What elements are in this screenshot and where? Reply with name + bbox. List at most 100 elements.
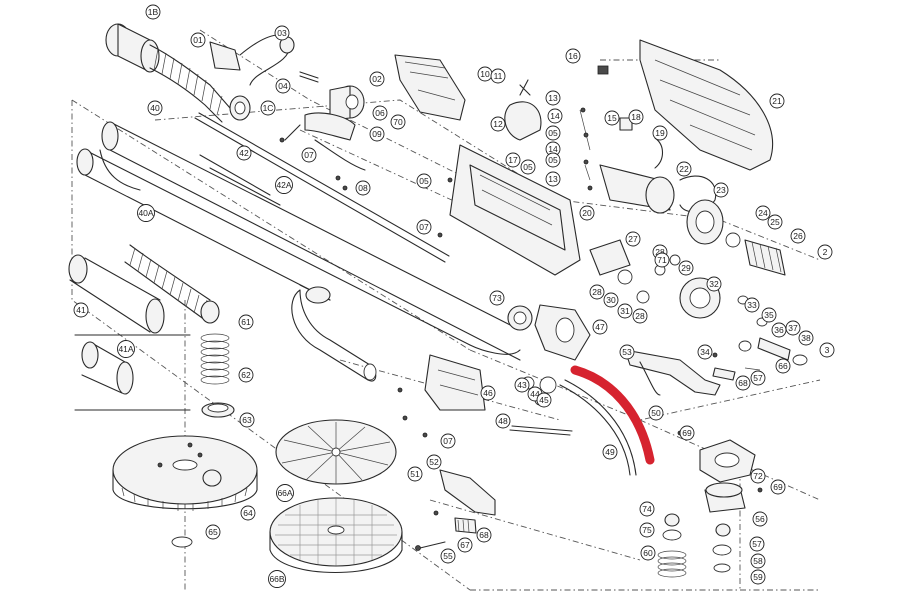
rod-42 [194,112,450,263]
callout-31: 31 [617,303,633,319]
callout-circle [769,93,785,109]
callout-circle [480,385,496,401]
callout-40: 40 [147,100,163,116]
armature-26 [744,239,786,276]
callout-14: 14 [547,108,563,124]
callout-text: 71 [657,255,667,265]
callout-text: 30 [606,295,616,305]
callout-text: 73 [492,293,502,303]
clamp-block-46 [424,354,486,411]
callout-circle [274,25,290,41]
callout-57: 57 [750,370,766,386]
pin-48 [509,425,573,436]
callout-60: 60 [640,545,656,561]
callout-text: 58 [753,556,763,566]
callout-circle [767,214,783,230]
callout-circle [205,524,221,540]
callout-circle [755,205,771,221]
clamp-ring-63 [201,402,235,418]
callout-circle [536,392,552,408]
ring-65 [171,536,193,548]
callout-text: 63 [242,415,252,425]
callout-circle [547,108,563,124]
callout-61: 61 [238,314,254,330]
callout-text: 13 [548,174,558,184]
callout-circle [73,302,89,318]
callout-68: 68 [735,375,751,391]
callout-circle [750,468,766,484]
callout-text: 62 [241,370,251,380]
callout-circle [407,466,423,482]
callout-05: 05 [416,173,432,189]
callout-circle [520,159,536,175]
callout-circle [416,173,432,189]
callout-03: 03 [274,25,290,41]
callout-circle [545,152,561,168]
clamp-10 [394,54,466,121]
callout-26: 26 [790,228,806,244]
callout-circle [505,152,521,168]
callout-13: 13 [545,90,561,106]
callout-41: 41 [73,302,89,318]
callout-circle [604,110,620,126]
callout-45: 45 [536,392,552,408]
callout-07: 07 [301,147,317,163]
sleeve-41a [74,334,191,411]
housing-72 [699,439,756,483]
callout-circle [750,569,766,585]
callout-text: 66B [269,574,284,584]
callout-20: 20 [579,205,595,221]
callout-text: 19 [655,128,665,138]
callout-text: 75 [642,525,652,535]
callout-52: 52 [426,454,442,470]
callout-text: 33 [747,300,757,310]
callout-text: 05 [548,155,558,165]
callout-text: 28 [635,311,645,321]
callout-42: 42 [236,145,252,161]
callout-63: 63 [239,412,255,428]
callout-73: 73 [489,290,505,306]
gear-housing-12 [504,79,542,141]
callout-16: 16 [565,48,581,64]
callout-circle [236,145,252,161]
callout-36: 36 [771,322,787,338]
callout-text: 50 [651,408,661,418]
inner-tube-40a [76,148,521,382]
callout-text: 64 [243,508,253,518]
callout-circle [640,545,656,561]
cap-74-75 [662,513,682,541]
callout-circle [476,527,492,543]
callout-40a: 40A [137,204,155,222]
callout-circle [275,176,293,194]
callout-text: 09 [372,129,382,139]
callout-circle [426,454,442,470]
callout-circle [275,78,291,94]
callout-text: 17 [508,155,518,165]
callout-circle [301,147,317,163]
callout-text: 70 [393,117,403,127]
bolt-55 [415,541,446,551]
callout-circle [775,358,791,374]
callout-circle [355,180,371,196]
callout-12: 12 [490,116,506,132]
callout-66: 66 [775,358,791,374]
callout-05: 05 [545,125,561,141]
callout-41a: 41A [117,340,135,358]
callout-text: 05 [419,176,429,186]
callout-text: 45 [539,395,549,405]
callout-circle [369,126,385,142]
callout-72: 72 [750,468,766,484]
callout-25: 25 [767,214,783,230]
callout-circle [440,433,456,449]
callout-text: 05 [548,128,558,138]
corrugated-hose-01 [149,44,231,123]
callout-34: 34 [697,344,713,360]
callout-56: 56 [752,511,768,527]
gear-plate-27 [589,239,631,276]
callout-69: 69 [770,479,786,495]
callout-text: 67 [460,540,470,550]
callout-text: 57 [752,539,762,549]
callout-2: 2 [817,244,833,260]
callout-62: 62 [238,367,254,383]
callout-text: 01 [193,35,203,45]
